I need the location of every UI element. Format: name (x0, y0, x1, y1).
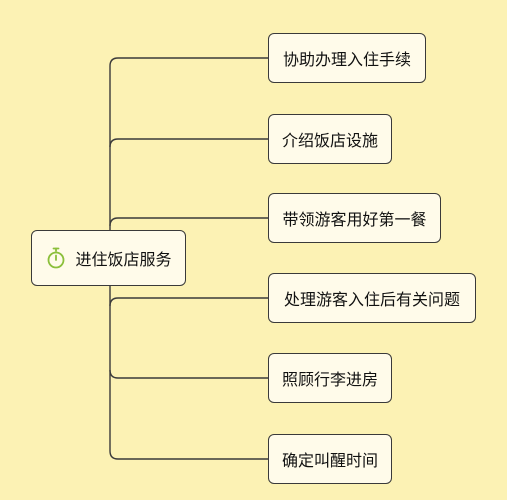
connector-5 (109, 369, 268, 379)
connector-2 (109, 138, 268, 148)
root-node-label: 进住饭店服务 (75, 250, 172, 269)
node-handle-issues[interactable]: 处理游客入住后有关问题 (268, 273, 476, 323)
root-node[interactable]: 进住饭店服务 (31, 230, 186, 286)
stopwatch-icon (45, 247, 67, 269)
connector-1 (109, 57, 268, 67)
node-first-meal[interactable]: 带领游客用好第一餐 (268, 193, 441, 243)
node-check-in-assistance[interactable]: 协助办理入住手续 (268, 33, 426, 83)
node-luggage-to-room[interactable]: 照顾行李进房 (268, 353, 392, 403)
connector-4 (109, 297, 268, 307)
connector-6 (109, 450, 268, 460)
connector-3 (109, 217, 268, 227)
node-label: 照顾行李进房 (281, 370, 378, 389)
node-wake-up-time[interactable]: 确定叫醒时间 (268, 434, 392, 484)
node-label: 处理游客入住后有关问题 (283, 290, 460, 309)
node-label: 确定叫醒时间 (281, 451, 378, 470)
node-label: 介绍饭店设施 (281, 131, 378, 150)
node-introduce-facilities[interactable]: 介绍饭店设施 (268, 114, 392, 164)
node-label: 带领游客用好第一餐 (282, 210, 427, 229)
node-label: 协助办理入住手续 (282, 50, 411, 69)
